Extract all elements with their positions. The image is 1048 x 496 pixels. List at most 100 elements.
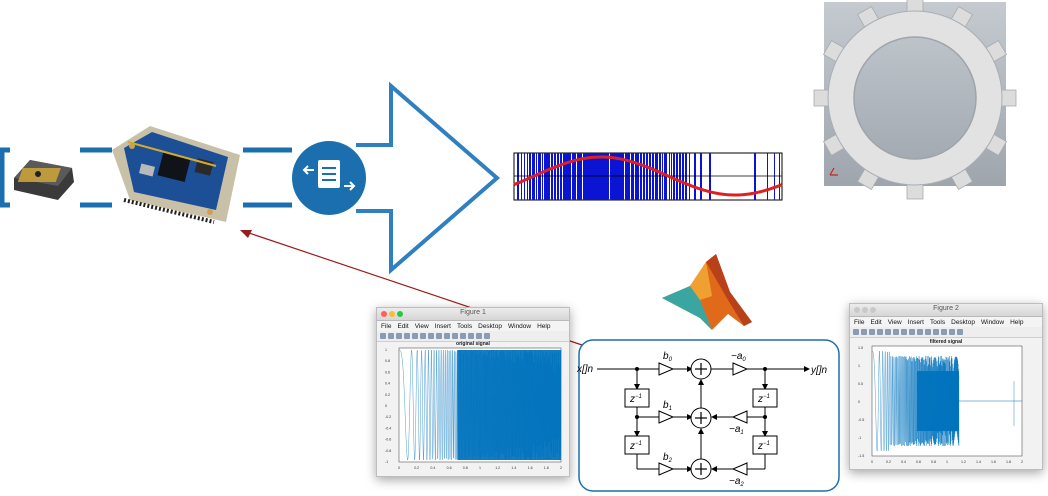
brush-icon[interactable] [460,333,466,339]
svg-text:1.4: 1.4 [511,466,516,470]
pan-icon[interactable] [436,333,442,339]
filter-input-label: x[]n [577,364,594,375]
minimize-icon[interactable] [862,307,868,313]
svg-text:0.8: 0.8 [931,460,936,464]
figure2-title: Figure 2 [933,305,959,312]
new-figure-icon[interactable] [380,333,386,339]
menu-desktop[interactable]: Desktop [478,322,502,330]
new-figure-icon[interactable] [853,329,859,335]
menu-desktop[interactable]: Desktop [951,318,975,326]
pointer-icon[interactable] [412,333,418,339]
gain-a1 [731,410,748,424]
svg-text:0.8: 0.8 [385,359,390,363]
menu-insert[interactable]: Insert [434,322,451,330]
open-icon[interactable] [388,333,394,339]
gain-b1 [658,410,675,424]
zoom-in-icon[interactable] [893,329,899,335]
menu-edit[interactable]: Edit [397,322,409,330]
sensor-bracket [0,147,10,208]
svg-text:1.5: 1.5 [858,346,863,350]
colorbar-icon[interactable] [949,329,955,335]
fpga-development-board-icon [112,126,240,224]
svg-text:0: 0 [398,466,400,470]
data-cursor-icon[interactable] [925,329,931,335]
figure1-window[interactable]: Figure 1 File Edit View Insert Tools Des… [376,307,570,477]
pointer-icon[interactable] [885,329,891,335]
rotate-icon[interactable] [444,333,450,339]
menu-tools[interactable]: Tools [929,318,946,326]
figure2-plot-title: filtered signal [929,339,963,345]
data-cursor-icon[interactable] [452,333,458,339]
minimize-icon[interactable] [389,311,395,317]
coef-a2-label: −a2 [729,476,744,488]
delay-box-left-1 [624,388,650,408]
svg-text:0.5: 0.5 [858,382,863,386]
svg-text:2: 2 [1021,460,1023,464]
menu-insert[interactable]: Insert [907,318,924,326]
colorbar-icon[interactable] [476,333,482,339]
legend-icon[interactable] [484,333,490,339]
menu-view[interactable]: View [887,318,902,326]
legend-icon[interactable] [957,329,963,335]
gain-a0 [732,362,749,376]
pan-icon[interactable] [909,329,915,335]
pdm-bars [517,153,780,200]
svg-text:-0.4: -0.4 [385,426,391,430]
zoom-out-icon[interactable] [428,333,434,339]
figure1-menubar: File Edit View Insert Tools Desktop Wind… [377,321,569,331]
menu-window[interactable]: Window [507,322,532,330]
figure1-title: Figure 1 [460,309,486,316]
menu-file[interactable]: File [854,318,865,326]
menu-tools[interactable]: Tools [456,322,473,330]
save-icon[interactable] [396,333,402,339]
svg-text:0.2: 0.2 [886,460,891,464]
figure1-titlebar[interactable]: Figure 1 [377,308,569,321]
figure1-plot-title: original signal [456,341,490,347]
menu-edit[interactable]: Edit [870,318,882,326]
link-icon[interactable] [941,329,947,335]
svg-text:1.4: 1.4 [976,460,981,464]
delay-label: z−1 [757,441,770,452]
coef-a0-label: −a0 [731,351,746,363]
svg-text:1: 1 [946,460,948,464]
menu-help[interactable]: Help [1010,318,1024,326]
filter-output-label: y[]n [810,365,828,376]
save-icon[interactable] [869,329,875,335]
file-transfer-icon [292,141,366,215]
svg-text:0: 0 [858,400,860,404]
svg-text:1.2: 1.2 [495,466,500,470]
pdm-bitstream-signal [513,152,783,201]
delay-label: z−1 [757,394,770,405]
menu-file[interactable]: File [381,322,392,330]
mems-microphone-sensor-icon [14,160,74,200]
delay-box-left-2 [624,435,650,455]
svg-text:0: 0 [871,460,873,464]
svg-text:0.2: 0.2 [414,466,419,470]
svg-text:-1: -1 [858,436,861,440]
print-icon[interactable] [877,329,883,335]
zoom-in-icon[interactable] [420,333,426,339]
close-icon[interactable] [854,307,860,313]
svg-text:-0.5: -0.5 [858,418,864,422]
menu-window[interactable]: Window [980,318,1005,326]
brush-icon[interactable] [933,329,939,335]
processing-flow-arrow [356,81,501,275]
zoom-out-icon[interactable] [901,329,907,335]
maximize-icon[interactable] [397,311,403,317]
open-icon[interactable] [861,329,867,335]
svg-text:0.4: 0.4 [901,460,906,464]
figure2-titlebar[interactable]: Figure 2 [850,304,1042,317]
menu-help[interactable]: Help [537,322,551,330]
figure2-window[interactable]: Figure 2 File Edit View Insert Tools Des… [849,303,1043,470]
menu-view[interactable]: View [414,322,429,330]
rotate-icon[interactable] [917,329,923,335]
print-icon[interactable] [404,333,410,339]
close-icon[interactable] [381,311,387,317]
maximize-icon[interactable] [870,307,876,313]
coef-b1-label: b1 [663,400,672,412]
svg-text:0.6: 0.6 [385,370,390,374]
svg-text:-1.5: -1.5 [858,454,864,458]
link-icon[interactable] [468,333,474,339]
gain-b2 [658,462,675,476]
svg-text:1.2: 1.2 [961,460,966,464]
